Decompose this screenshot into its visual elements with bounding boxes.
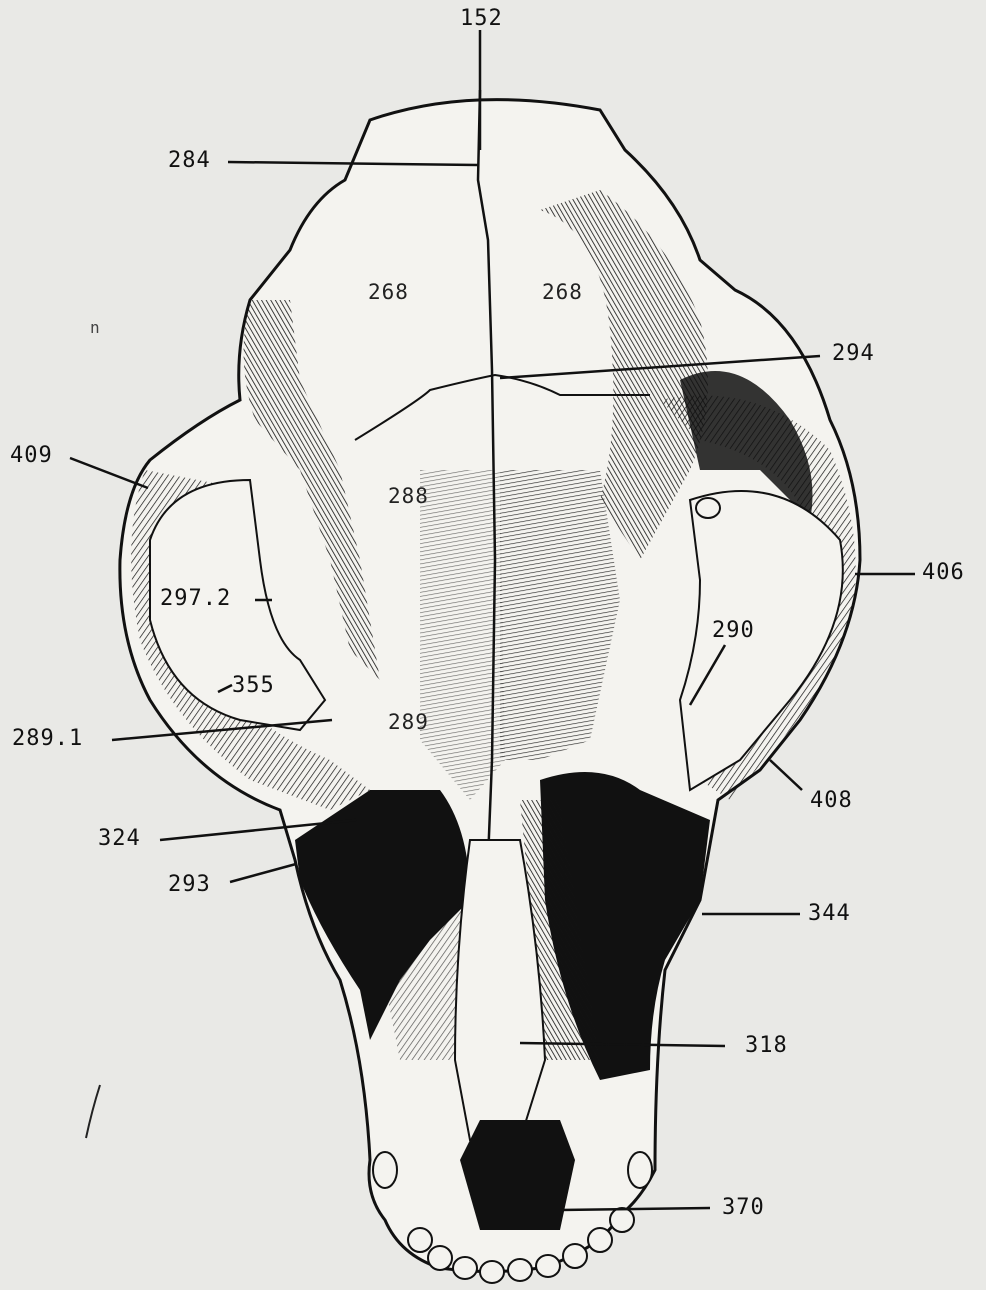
label-294: 294 (832, 343, 875, 365)
label-289-1: 289.1 (12, 728, 83, 750)
label-408: 408 (810, 790, 853, 812)
label-290: 290 (712, 620, 755, 642)
leader-408 (770, 760, 802, 790)
label-268-left: 268 (368, 282, 409, 303)
label-406: 406 (922, 562, 965, 584)
label-324: 324 (98, 828, 141, 850)
label-370: 370 (722, 1197, 765, 1219)
leader-293 (230, 864, 296, 882)
label-344: 344 (808, 903, 851, 925)
label-stray-n: n (90, 320, 101, 336)
left-canine (373, 1152, 397, 1188)
incisor-dark (460, 1120, 575, 1230)
label-268-right: 268 (542, 282, 583, 303)
leader-409 (70, 458, 148, 488)
stray-pen-mark (86, 1085, 100, 1138)
label-355: 355 (232, 675, 275, 697)
frontal-hatch (420, 470, 505, 800)
label-293: 293 (168, 874, 211, 896)
right-orbital-process (696, 498, 720, 518)
label-318: 318 (745, 1035, 788, 1057)
label-288: 288 (388, 486, 429, 507)
label-152: 152 (460, 8, 503, 30)
right-canine (628, 1152, 652, 1188)
label-297-2: 297.2 (160, 588, 231, 610)
label-284: 284 (168, 150, 211, 172)
label-409: 409 (10, 445, 53, 467)
label-289: 289 (388, 712, 429, 733)
